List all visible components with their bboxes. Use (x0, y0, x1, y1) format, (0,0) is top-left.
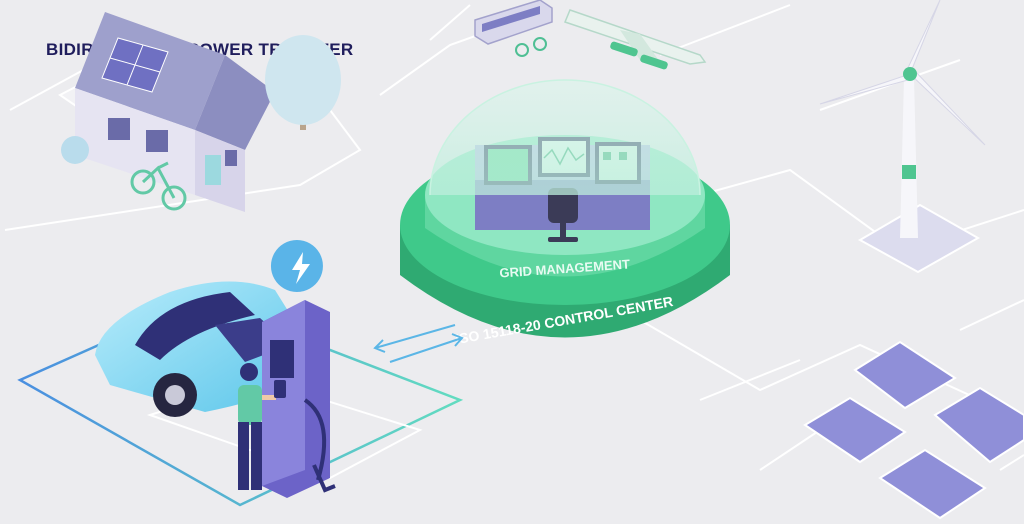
person-icon (238, 363, 286, 490)
bidirectional-arrows (373, 324, 464, 363)
bus-icon (474, 0, 553, 45)
lightning-bolt-icon (270, 240, 323, 292)
solar-panel-icon (803, 340, 1024, 520)
house-icon (58, 12, 275, 212)
airplane-icon (563, 9, 707, 70)
tree-icon (61, 35, 341, 164)
operator-chair (548, 188, 578, 242)
bicycle-icon (515, 37, 547, 57)
bicycle-icon (130, 161, 187, 211)
solar-field (803, 340, 1024, 520)
solar-panel-icon (101, 37, 169, 93)
control-center: GRID MANAGEMENT ISO 15118-20 CONTROL CEN… (400, 79, 730, 347)
wind-turbine-icon (819, 0, 986, 274)
